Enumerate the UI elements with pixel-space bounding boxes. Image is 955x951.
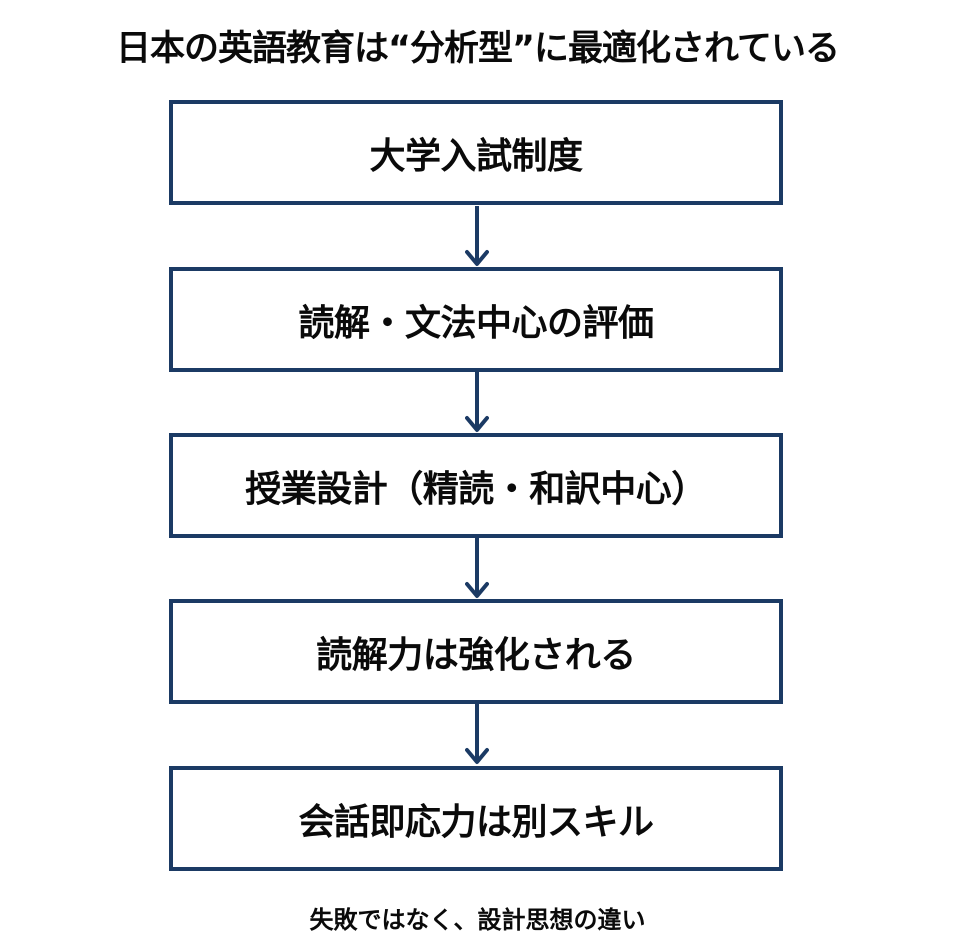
flow-step-3: 授業設計（精読・和訳中心） [169, 433, 783, 538]
footer-caption: 失敗ではなく、設計思想の違い [309, 906, 646, 934]
flow-step-1: 大学入試制度 [169, 100, 783, 205]
flow-step-label: 読解力は強化される [316, 634, 636, 676]
flow-step-label: 授業設計（精読・和訳中心） [245, 468, 707, 510]
flow-step-label: 大学入試制度 [369, 135, 583, 177]
flow-step-5: 会話即応力は別スキル [169, 766, 783, 871]
flow-step-2: 読解・文法中心の評価 [169, 267, 783, 372]
down-arrow-icon [465, 372, 489, 432]
flow-step-4: 読解力は強化される [169, 599, 783, 704]
down-arrow-icon [465, 538, 489, 598]
down-arrow-icon [465, 206, 489, 266]
flow-step-label: 読解・文法中心の評価 [298, 302, 654, 344]
diagram-title: 日本の英語教育は“分析型”に最適化されている [116, 29, 840, 69]
flow-step-label: 会話即応力は別スキル [298, 801, 654, 843]
down-arrow-icon [465, 704, 489, 764]
